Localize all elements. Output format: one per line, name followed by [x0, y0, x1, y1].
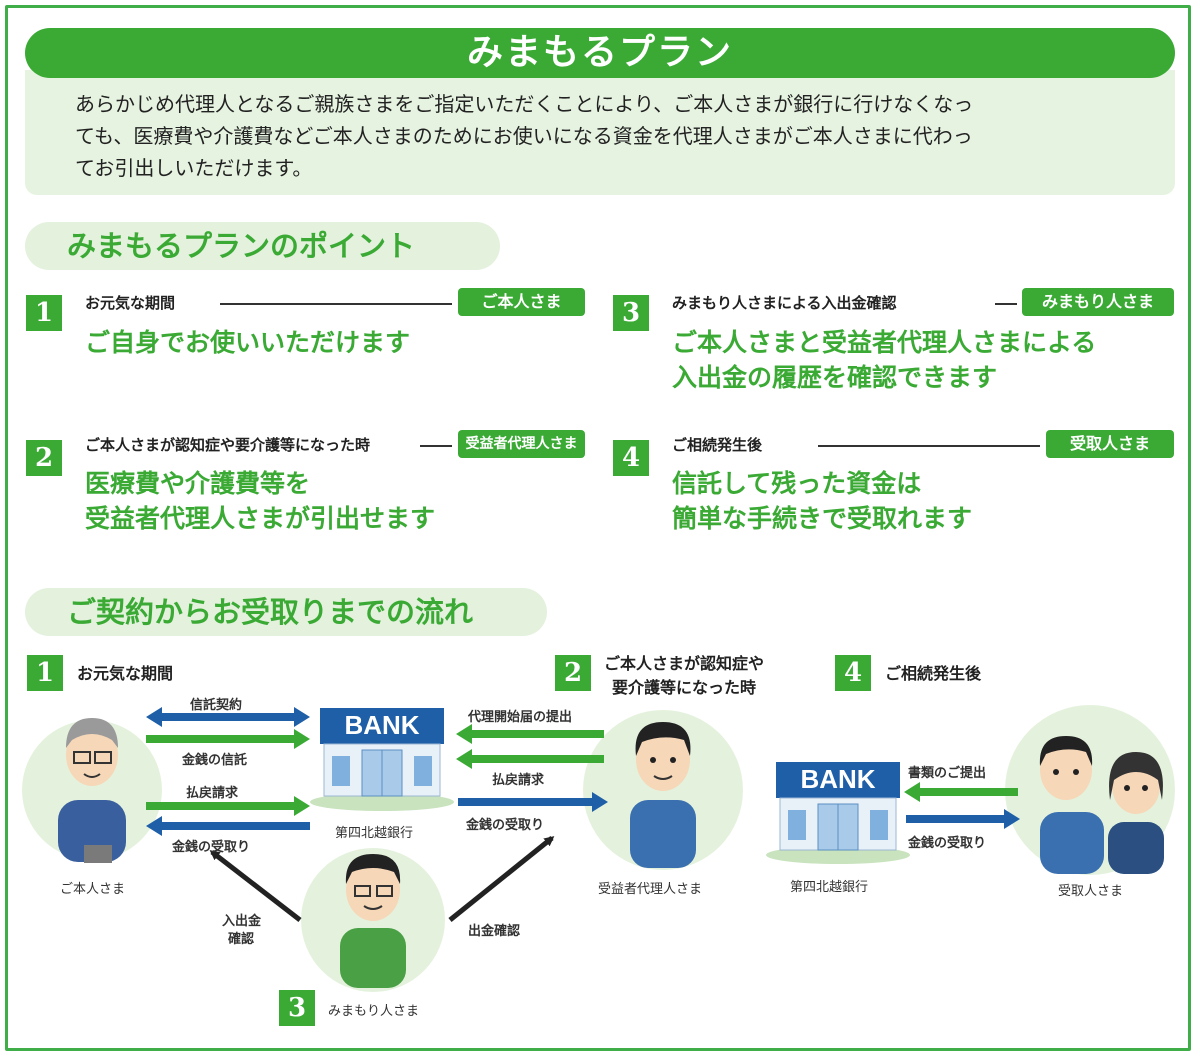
- label-refund-request-2: 払戻請求: [492, 773, 545, 788]
- recipient-caption: 受取人さま: [1058, 884, 1124, 899]
- proxy-caption: 受益者代理人さま: [598, 882, 703, 897]
- point-4-tag: 受取人さま: [1046, 430, 1174, 458]
- point-1-label: お元気な期間: [85, 294, 176, 312]
- page-title: みまもるプラン: [25, 28, 1175, 78]
- point-1-tag: ご本人さま: [458, 288, 585, 316]
- label-trust-contract: 信託契約: [190, 698, 243, 713]
- point-2-number: 2: [26, 440, 62, 476]
- arrow-money-receipt-1: [146, 816, 310, 836]
- point-1-line: [220, 303, 452, 305]
- label-deposit-check-2: 確認: [228, 932, 255, 947]
- arrow-proxy-start: [456, 724, 604, 744]
- watcher-person-figure: [340, 854, 406, 988]
- label-money-receipt-1: 金銭の受取り: [172, 840, 251, 855]
- label-documents: 書類のご提出: [908, 766, 987, 781]
- arrow-money-receipt-3: [906, 809, 1020, 829]
- bank-sign-1: BANK: [344, 710, 420, 740]
- point-4-number: 4: [613, 440, 649, 476]
- point-2-desc-1: 医療費や介護費等を: [85, 469, 311, 498]
- point-2-tag: 受益者代理人さま: [458, 430, 585, 458]
- point-3-desc-1: ご本人さまと受益者代理人さまによる: [672, 328, 1097, 357]
- flow-phase-3-number: 3: [279, 990, 315, 1026]
- arrow-deposit-check: [209, 850, 302, 922]
- point-2-line: [420, 445, 452, 447]
- point-3-label: みまもり人さまによる入出金確認: [672, 294, 897, 312]
- arrow-money-trust: [146, 729, 310, 749]
- point-1-number: 1: [26, 295, 62, 331]
- point-4-desc-2: 簡単な手続きで受取れます: [672, 504, 973, 533]
- watcher-caption: みまもり人さま: [328, 1004, 420, 1019]
- intro-line-2: ても、医療費や介護費などご本人さまのためにお使いになる資金を代理人さまがご本人さ…: [75, 124, 973, 148]
- intro-line-1: あらかじめ代理人となるご親族さまをご指定いただくことにより、ご本人さまが銀行に行…: [75, 92, 974, 116]
- flow-phase-1-number: 1: [27, 655, 63, 691]
- bank-name-2: 第四北越銀行: [790, 880, 869, 895]
- intro-line-3: てお引出しいただけます。: [75, 156, 313, 180]
- arrow-withdraw-check: [448, 836, 555, 922]
- bank-building-2: [766, 762, 910, 864]
- flow-phase-2-number: 2: [555, 655, 591, 691]
- bank-name-1: 第四北越銀行: [335, 826, 414, 841]
- self-caption: ご本人さま: [60, 882, 126, 897]
- arrow-refund-request-1: [146, 796, 310, 816]
- point-1-desc-1: ご自身でお使いいただけます: [85, 328, 411, 357]
- arrow-documents: [904, 782, 1018, 802]
- flow-phase-4-number: 4: [835, 655, 871, 691]
- self-person-figure: [58, 718, 126, 863]
- flow-phase-2-label-1: ご本人さまが認知症や: [604, 654, 765, 673]
- label-money-receipt-2: 金銭の受取り: [466, 818, 545, 833]
- flow-phase-2-label-2: 要介護等になった時: [612, 678, 757, 697]
- label-deposit-check-1: 入出金: [222, 914, 262, 929]
- point-3-tag: みまもり人さま: [1022, 288, 1174, 316]
- point-2-label: ご本人さまが認知症や要介護等になった時: [85, 436, 371, 454]
- self-circle: [22, 720, 162, 860]
- label-money-trust: 金銭の信託: [182, 753, 248, 768]
- intro-box: あらかじめ代理人となるご親族さまをご指定いただくことにより、ご本人さまが銀行に行…: [25, 70, 1175, 195]
- flow-phase-4-label: ご相続発生後: [885, 664, 982, 683]
- point-4-line: [818, 445, 1040, 447]
- proxy-person-figure: [630, 722, 696, 868]
- point-3-desc-2: 入出金の履歴を確認できます: [672, 363, 998, 392]
- label-money-receipt-3: 金銭の受取り: [908, 836, 987, 851]
- point-2-desc-2: 受益者代理人さまが引出せます: [85, 504, 436, 533]
- arrow-refund-request-2: [456, 749, 604, 769]
- points-heading: みまもるプランのポイント: [25, 222, 500, 270]
- bank-sign-2: BANK: [800, 764, 876, 794]
- point-4-desc-1: 信託して残った資金は: [672, 469, 922, 498]
- point-3-number: 3: [613, 295, 649, 331]
- arrow-money-receipt-2: [458, 792, 608, 812]
- label-refund-request-1: 払戻請求: [186, 786, 239, 801]
- recipient-person-figures: [1039, 736, 1164, 874]
- label-withdraw-check: 出金確認: [468, 924, 521, 939]
- point-3-line: [995, 303, 1017, 305]
- label-proxy-start: 代理開始届の提出: [468, 710, 573, 725]
- bank-building-1: [310, 708, 454, 811]
- point-4-label: ご相続発生後: [672, 436, 763, 454]
- arrow-trust-contract: [146, 707, 310, 727]
- flow-heading: ご契約からお受取りまでの流れ: [25, 588, 547, 636]
- flow-phase-1-label: お元気な期間: [77, 664, 174, 683]
